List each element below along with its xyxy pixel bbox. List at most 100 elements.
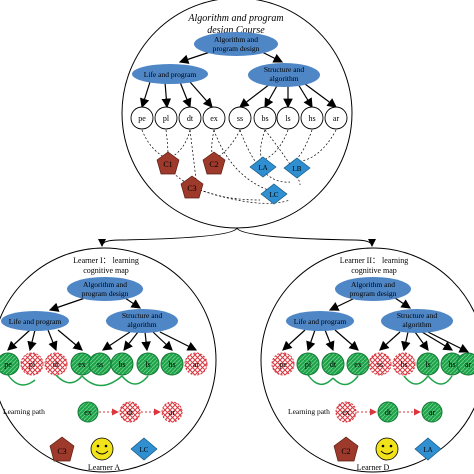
svg-text:ar: ar bbox=[333, 114, 340, 123]
learner-d-map: Learner II： learning cognitive map Algor… bbox=[260, 247, 474, 473]
learner-a-root-node bbox=[67, 277, 143, 301]
course-kp-node-dt: dt bbox=[178, 106, 202, 130]
learner-a-c3-label: C3 bbox=[57, 447, 66, 456]
course-c1-label: C1 bbox=[163, 160, 172, 169]
course-branch-right-line1: Structure and bbox=[264, 65, 304, 74]
learner-a-c3-pentagon bbox=[49, 436, 75, 462]
course-kp-node-ss: ss bbox=[228, 106, 252, 130]
learner-d-node-ss: ss bbox=[368, 352, 392, 376]
learner-a-node-ls: ls bbox=[136, 352, 160, 376]
learner-d-la-diamond bbox=[414, 437, 442, 461]
learner-a-node-dt: dt bbox=[44, 352, 68, 376]
course-root-line2: program design bbox=[213, 44, 260, 53]
svg-text:hs: hs bbox=[168, 360, 175, 369]
svg-text:ls: ls bbox=[145, 360, 150, 369]
course-kp-node-pl: pl bbox=[154, 106, 178, 130]
learner-a-root-line2: program design bbox=[82, 289, 129, 298]
learner-d-branch-left bbox=[286, 311, 354, 331]
learner-d-node-ar: ar bbox=[456, 352, 474, 376]
svg-text:ar: ar bbox=[465, 360, 472, 369]
learner-a-title-line1: Learner I： learning bbox=[73, 256, 139, 265]
learner-d-la-label: LA bbox=[423, 446, 432, 454]
course-kp-node-pe: pe bbox=[130, 106, 154, 130]
learner-d-node-ex: ex bbox=[346, 352, 370, 376]
svg-text:bs: bs bbox=[400, 360, 407, 369]
svg-text:hs: hs bbox=[448, 360, 455, 369]
course-lb-diamond bbox=[283, 157, 311, 179]
learner-d-root-line2: program design bbox=[350, 289, 397, 298]
learner-d-branch-right-line1: Structure and bbox=[397, 311, 437, 320]
learner-d-root-node bbox=[335, 277, 411, 301]
learner-d-node-pe: pe bbox=[271, 352, 295, 376]
learner-a-root-line1: Algorithm and bbox=[83, 280, 127, 289]
svg-text:ar: ar bbox=[193, 360, 200, 369]
course-map: Algorithm and program design Course Algo… bbox=[121, 0, 353, 229]
svg-text:ss: ss bbox=[97, 360, 103, 369]
learner-d-path-node-dt: dt bbox=[377, 401, 399, 423]
learner-a-node-ss: ss bbox=[88, 352, 112, 376]
learner-a-branch-left bbox=[1, 311, 69, 331]
learner-d-path-node-ar: ar bbox=[421, 401, 443, 423]
learner-a-lc-label: LC bbox=[140, 446, 149, 454]
course-c2-label: C2 bbox=[209, 160, 218, 169]
split-connector bbox=[98, 227, 376, 247]
learner-d-caption: Learner D bbox=[357, 463, 390, 472]
learner-d-node-pl: pl bbox=[296, 352, 320, 376]
svg-text:dt: dt bbox=[330, 360, 337, 369]
course-la-label: LA bbox=[258, 164, 267, 172]
course-branch-right bbox=[248, 63, 320, 87]
learner-a-map: Learner I： learning cognitive map Algori… bbox=[0, 247, 217, 473]
svg-text:ex: ex bbox=[354, 360, 362, 369]
learner-d-node-dt: dt bbox=[321, 352, 345, 376]
learner-a-node-hs: hs bbox=[160, 352, 184, 376]
learner-a-node-pl: pl bbox=[20, 352, 44, 376]
course-c2-pentagon bbox=[202, 151, 226, 175]
svg-text:ss: ss bbox=[377, 360, 383, 369]
learner-d-path-label: Learning path bbox=[288, 407, 330, 416]
learner-a-node-ar: ar bbox=[184, 352, 208, 376]
course-lc-label: LC bbox=[270, 191, 279, 199]
svg-text:pl: pl bbox=[305, 360, 312, 369]
course-lb-label: LB bbox=[293, 165, 302, 173]
course-root-line1: Algorithm and bbox=[214, 35, 258, 44]
svg-text:dt: dt bbox=[385, 408, 392, 417]
svg-text:pe: pe bbox=[4, 360, 12, 369]
course-c3-label: C3 bbox=[187, 184, 196, 193]
course-lc-diamond bbox=[260, 183, 288, 205]
smiley-icon bbox=[90, 437, 114, 461]
learner-a-node-ex: ex bbox=[70, 352, 94, 376]
learner-a-caption: Learner A bbox=[88, 463, 120, 472]
svg-text:ss: ss bbox=[237, 114, 243, 123]
svg-text:pl: pl bbox=[29, 360, 36, 369]
course-c3-pentagon bbox=[180, 175, 204, 199]
svg-text:ls: ls bbox=[285, 114, 290, 123]
svg-text:bs: bs bbox=[118, 360, 125, 369]
course-kp-node-bs: bs bbox=[253, 106, 277, 130]
svg-text:pl: pl bbox=[163, 114, 170, 123]
svg-text:bs: bs bbox=[261, 114, 268, 123]
course-c1-pentagon bbox=[156, 151, 180, 175]
svg-text:dt: dt bbox=[127, 408, 134, 417]
svg-text:ex: ex bbox=[342, 408, 350, 417]
learner-a-path-node-ar: ar bbox=[161, 401, 183, 423]
learner-d-c2-pentagon bbox=[333, 436, 359, 462]
learner-d-branch-right bbox=[381, 309, 453, 333]
course-kp-node-hs: hs bbox=[300, 106, 324, 130]
learner-d-node-ls: ls bbox=[416, 352, 440, 376]
svg-text:ar: ar bbox=[429, 408, 436, 417]
smiley-icon bbox=[375, 437, 399, 461]
learner-a-branch-right bbox=[106, 309, 178, 333]
svg-text:ls: ls bbox=[425, 360, 430, 369]
learner-a-branch-left-label: Life and program bbox=[9, 317, 62, 326]
svg-text:ex: ex bbox=[78, 360, 86, 369]
learner-a-branch-right-line1: Structure and bbox=[122, 311, 162, 320]
learner-d-branch-right-line2: algorithm bbox=[402, 320, 431, 329]
learner-d-node-bs: bs bbox=[392, 352, 416, 376]
svg-text:hs: hs bbox=[308, 114, 315, 123]
learner-d-title-line1: Learner II： learning bbox=[340, 256, 408, 265]
learner-d-root-line1: Algorithm and bbox=[351, 280, 395, 289]
svg-text:ex: ex bbox=[210, 114, 218, 123]
